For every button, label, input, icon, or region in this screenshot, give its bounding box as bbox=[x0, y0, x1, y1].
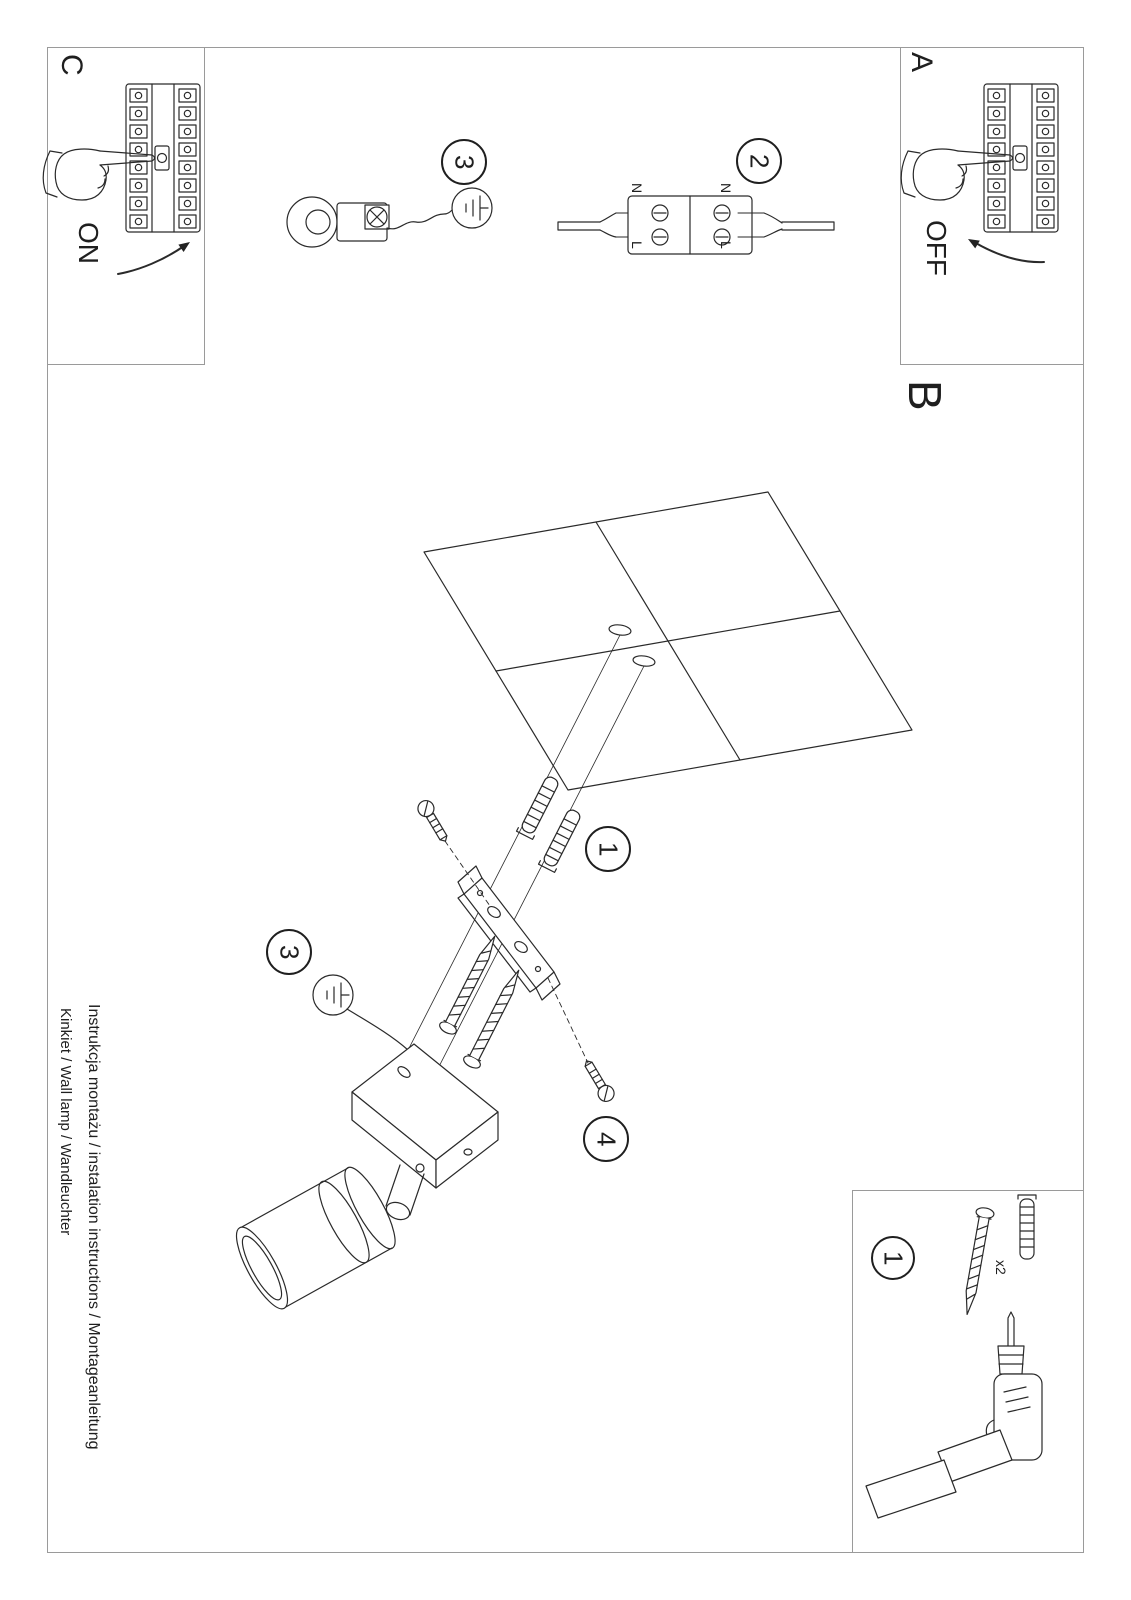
ground-symbol-mid-icon bbox=[312, 974, 409, 1051]
footer-product-line: Kinkiet / Wall lamp / Wandleuchter bbox=[57, 1008, 74, 1236]
panel-c-box bbox=[47, 47, 205, 365]
panel-a-box bbox=[900, 47, 1084, 365]
step-number: 4 bbox=[591, 1131, 622, 1147]
screw-part-icon bbox=[957, 1205, 996, 1317]
step-number: 1 bbox=[593, 841, 624, 857]
parts-box-badge-1: 1 bbox=[871, 1236, 915, 1280]
wall-panel bbox=[423, 491, 913, 791]
step-number: 2 bbox=[744, 153, 775, 169]
wire-label-l-right: L bbox=[718, 241, 734, 249]
breaker-panel-c-icon bbox=[126, 84, 200, 232]
section-b-label: B bbox=[899, 380, 951, 411]
canopy-screw-bottom-icon bbox=[579, 1056, 618, 1106]
drill-icon bbox=[865, 1311, 1043, 1519]
step-number: 1 bbox=[878, 1250, 909, 1266]
wire-label-l-left: L bbox=[629, 241, 645, 249]
footer-instructions-line: Instrukcja montażu / instalation instruc… bbox=[85, 1004, 102, 1450]
off-arrow-icon bbox=[968, 239, 1045, 264]
mounting-bracket bbox=[457, 865, 561, 1001]
breaker-panel-a-icon bbox=[984, 84, 1058, 232]
step-number: 3 bbox=[274, 944, 305, 960]
step-badge-1: 1 bbox=[585, 826, 631, 872]
step-badge-3-mid: 3 bbox=[266, 929, 312, 975]
step-badge-4: 4 bbox=[583, 1116, 629, 1162]
step-number: 3 bbox=[449, 154, 480, 170]
parts-box bbox=[852, 1190, 1084, 1553]
plug-part-icon bbox=[1017, 1194, 1037, 1260]
step-badge-3-top: 3 bbox=[441, 139, 487, 185]
parts-quantity-label: x2 bbox=[993, 1260, 1009, 1275]
lamp-holder-part bbox=[286, 196, 453, 248]
on-arrow-icon bbox=[117, 242, 190, 275]
canopy-screw-top-icon bbox=[414, 796, 453, 846]
wire-label-n-left: N bbox=[629, 183, 645, 194]
wire-label-n-right: N bbox=[718, 183, 734, 194]
panel-a-label: A bbox=[905, 52, 938, 73]
guide-dashes bbox=[444, 840, 589, 1064]
step-badge-2: 2 bbox=[736, 138, 782, 184]
off-label: OFF bbox=[921, 220, 952, 276]
panel-c-label: C bbox=[55, 54, 88, 76]
spot-head bbox=[235, 1163, 425, 1310]
wire-connector bbox=[557, 195, 835, 255]
page-border bbox=[47, 47, 1084, 1553]
assembly-axis-lines bbox=[403, 634, 645, 1089]
ground-symbol-top-icon bbox=[451, 187, 493, 229]
on-label: ON bbox=[73, 222, 104, 264]
lamp-canopy bbox=[351, 1043, 499, 1189]
